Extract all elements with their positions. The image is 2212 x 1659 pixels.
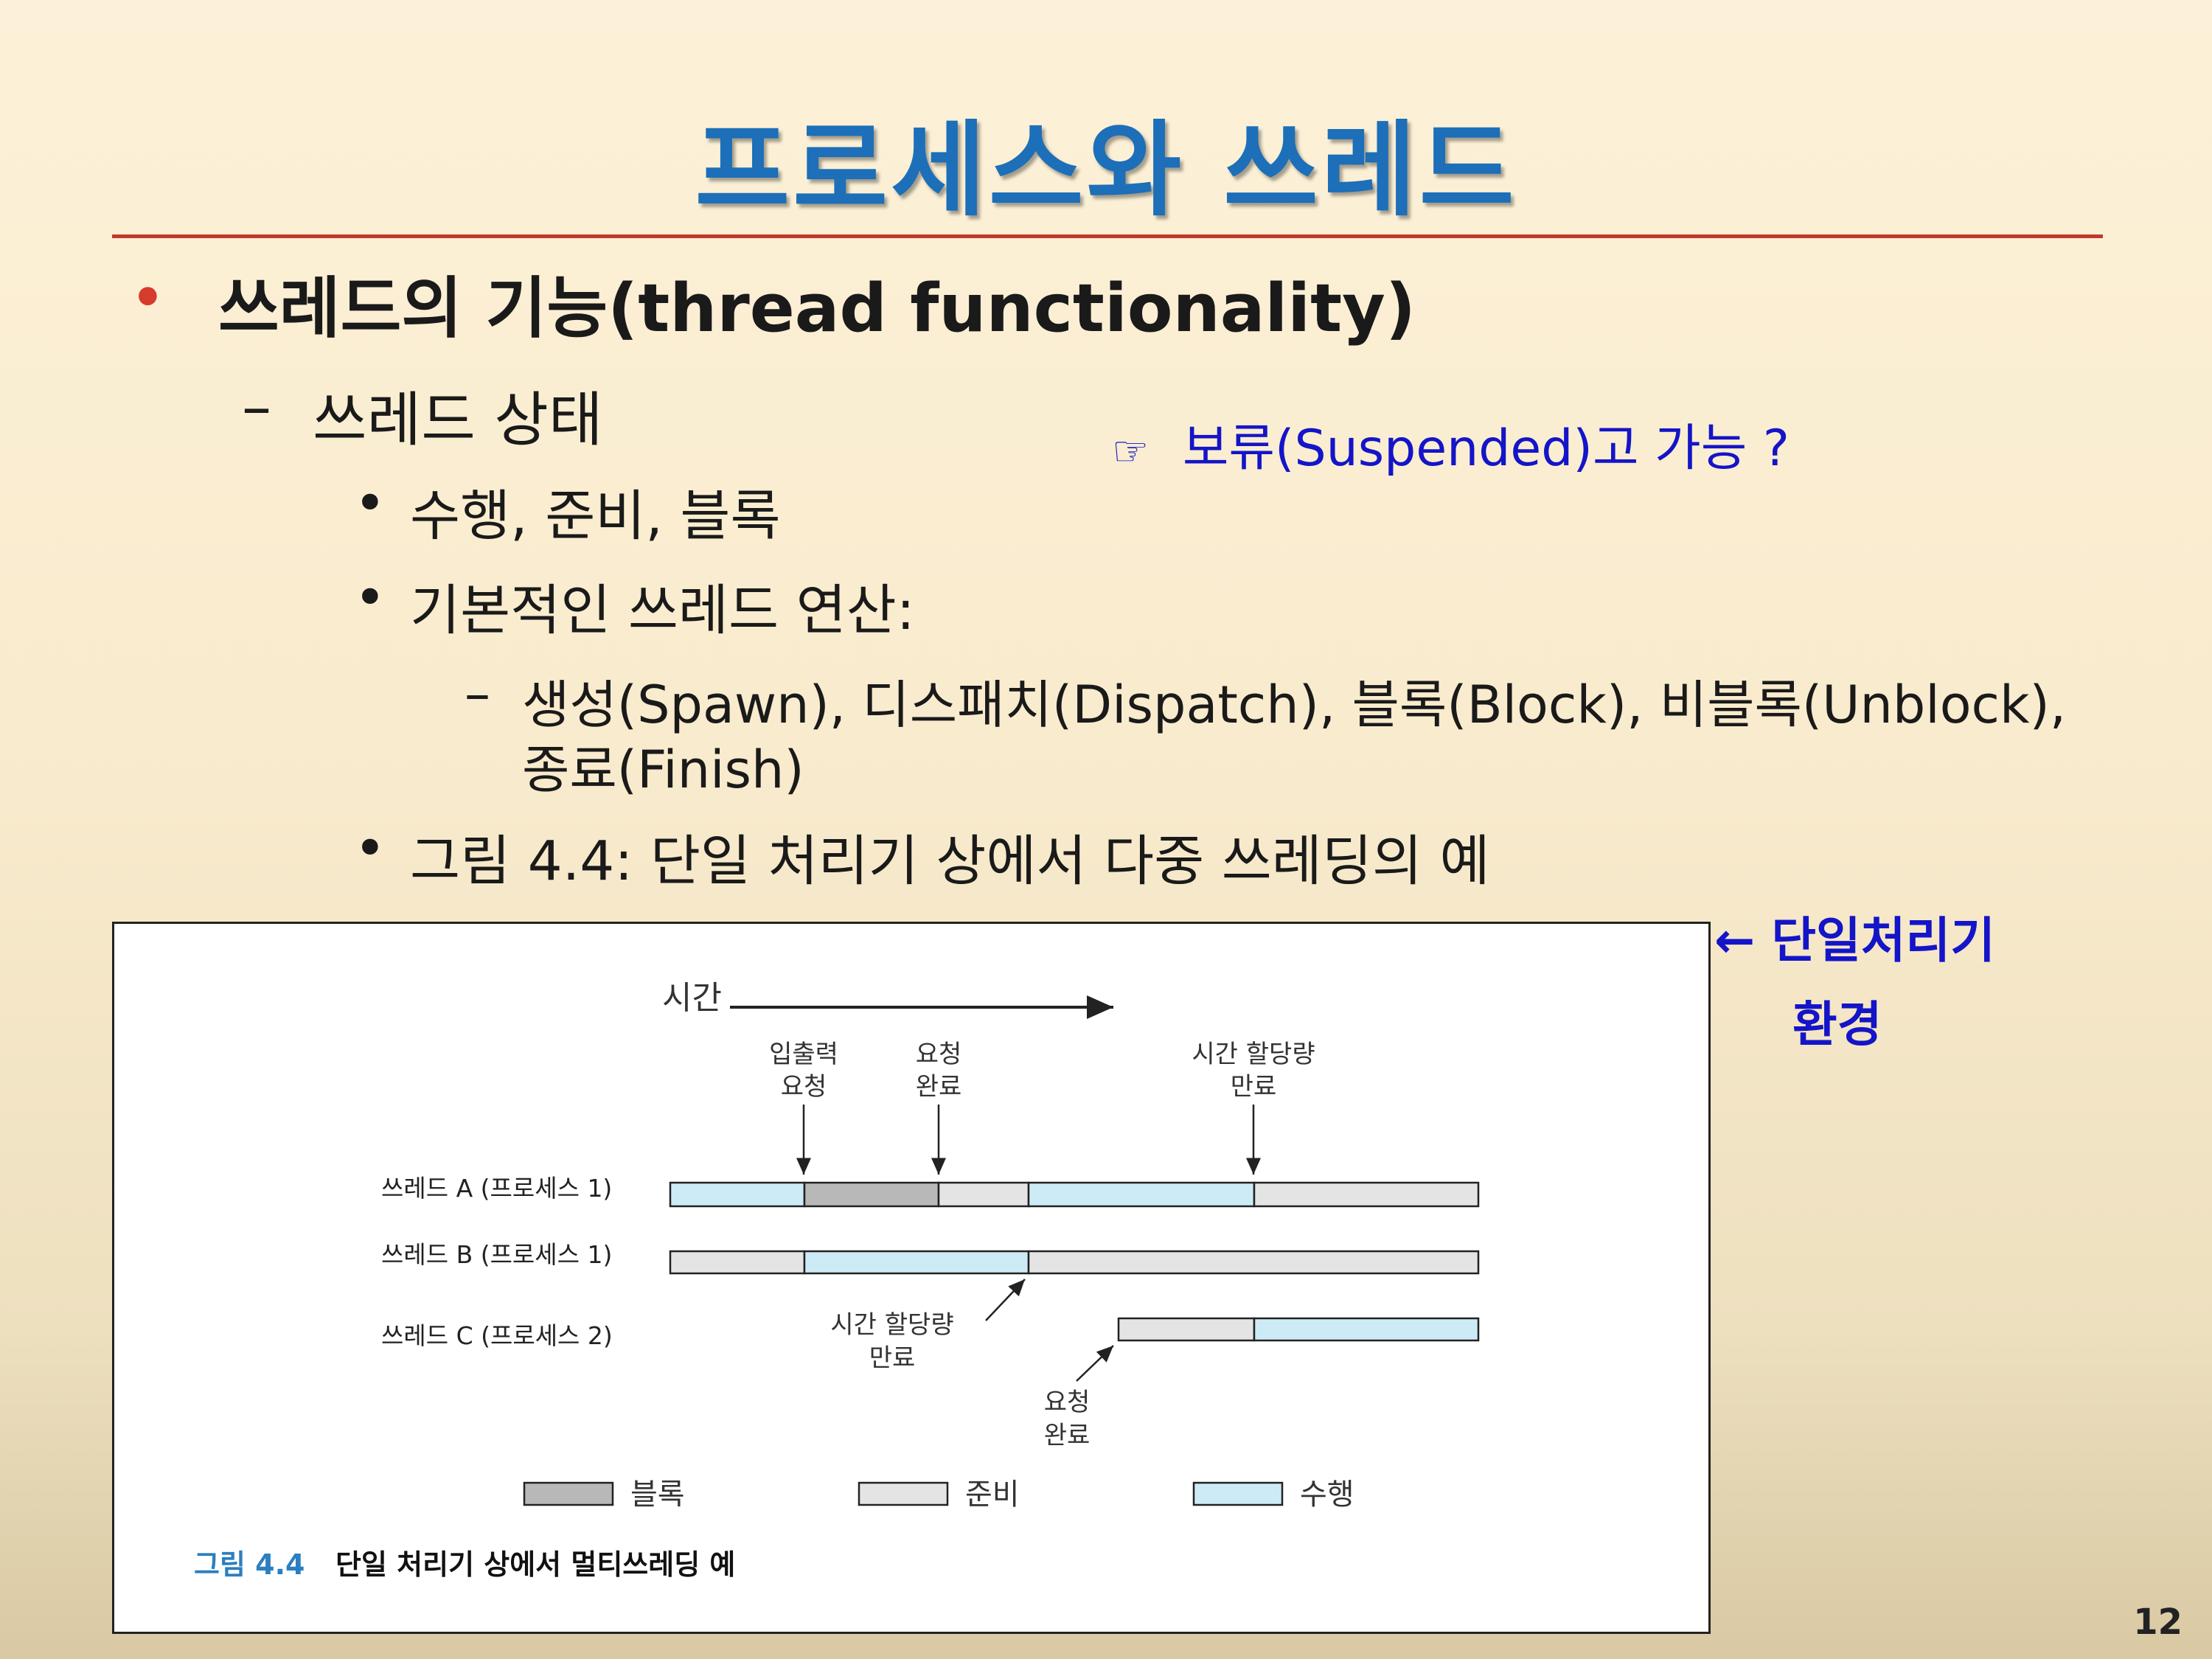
bullet-marker: • (354, 817, 386, 880)
request-done-bottom-arrow (1076, 1345, 1114, 1382)
side-label-line1: 단일처리기 (1771, 912, 1995, 969)
caption-number: 그림 4.4 (194, 1548, 305, 1581)
bullet-marker: • (354, 472, 386, 535)
legend: 블록 준비 수행 (523, 1478, 1354, 1512)
thread-b-ready-1 (669, 1250, 806, 1275)
quantum-expire-line1: 시간 할당량 (1192, 1040, 1315, 1069)
quantum-expire-line2: 만료 (1231, 1072, 1277, 1102)
item-text: 기본적인 쓰레드 연산: (410, 579, 915, 642)
legend-blocked-swatch (523, 1481, 614, 1506)
thread-c-label: 쓰레드 C (프로세스 2) (381, 1321, 613, 1350)
note-text: 보류(Suspended)고 가능 ? (1182, 420, 1790, 478)
bullet-text: 쓰레드의 기능(thread functionality) (218, 270, 1416, 347)
ops-line-1: 생성(Spawn), 디스패치(Dispatch), 블록(Block), 비블… (522, 675, 2067, 735)
quantum-expire-mid-arrow (985, 1279, 1026, 1321)
pointing-hand-icon: ☞ (1112, 428, 1150, 476)
caption-text: 단일 처리기 상에서 멀티쓰레딩 예 (335, 1548, 735, 1581)
item-text: 그림 4.4: 단일 처리기 상에서 다중 쓰레딩의 예 (410, 830, 1490, 893)
thread-c-ready (1117, 1317, 1256, 1342)
bullet-marker: • (131, 268, 164, 328)
thread-a-ready-2 (1253, 1181, 1480, 1208)
multithreading-diagram: 시간 입출력 요청 요청 완료 시간 할당량 만료 쓰레드 A (프로세스 1)… (194, 979, 1480, 1581)
thread-b-timeline (669, 1250, 1480, 1275)
request-done-line2: 완료 (916, 1072, 962, 1102)
title-divider (112, 234, 2103, 238)
dash-marker: – (465, 664, 490, 724)
page-number: 12 (2133, 1601, 2183, 1643)
time-label: 시간 (662, 979, 722, 1017)
thread-c-running (1253, 1317, 1480, 1342)
legend-running-label: 수행 (1300, 1478, 1354, 1512)
legend-ready-swatch (858, 1481, 949, 1506)
thread-a-ready-1 (937, 1181, 1030, 1208)
item-text: 수행, 준비, 블록 (410, 484, 781, 548)
dash-marker: – (242, 372, 271, 441)
side-label-line2: 환경 (1792, 996, 1882, 1053)
uniprocessor-label: ← 단일처리기 환경 (1714, 907, 1995, 1059)
thread-b-running (803, 1250, 1030, 1275)
legend-ready-label: 준비 (965, 1478, 1020, 1512)
suspended-question-note: ☞ 보류(Suspended)고 가능 ? (1112, 407, 1790, 480)
quantum-expire-mid-line1: 시간 할당량 (830, 1310, 953, 1340)
thread-a-timeline (669, 1181, 1480, 1208)
figure-4-4: 시간 입출력 요청 요청 완료 시간 할당량 만료 쓰레드 A (프로세스 1)… (112, 922, 1711, 1634)
thread-a-blocked (803, 1181, 940, 1208)
bullet-marker: • (354, 566, 386, 630)
io-request-line1: 입출력 (769, 1040, 838, 1069)
legend-running-swatch (1192, 1481, 1284, 1506)
request-done-line1: 요청 (916, 1040, 962, 1069)
slide-title: 프로세스와 쓰레드 (695, 111, 1517, 231)
thread-a-label: 쓰레드 A (프로세스 1) (381, 1174, 612, 1203)
thread-a-running-2 (1027, 1181, 1256, 1208)
left-arrow-icon: ← (1714, 912, 1756, 969)
io-request-line2: 요청 (781, 1072, 827, 1102)
thread-b-ready-2 (1027, 1250, 1480, 1275)
thread-b-label: 쓰레드 B (프로세스 1) (381, 1240, 612, 1269)
request-done-bottom-line1: 요청 (1044, 1388, 1091, 1417)
quantum-expire-mid-line2: 만료 (869, 1343, 916, 1373)
sub-bullet-text: 쓰레드 상태 (313, 386, 603, 454)
legend-blocked-label: 블록 (630, 1478, 685, 1512)
request-done-bottom-line2: 완료 (1044, 1421, 1091, 1450)
thread-a-running-1 (669, 1181, 806, 1208)
ops-line-2: 종료(Finish) (522, 740, 804, 800)
thread-c-timeline (1117, 1317, 1480, 1342)
